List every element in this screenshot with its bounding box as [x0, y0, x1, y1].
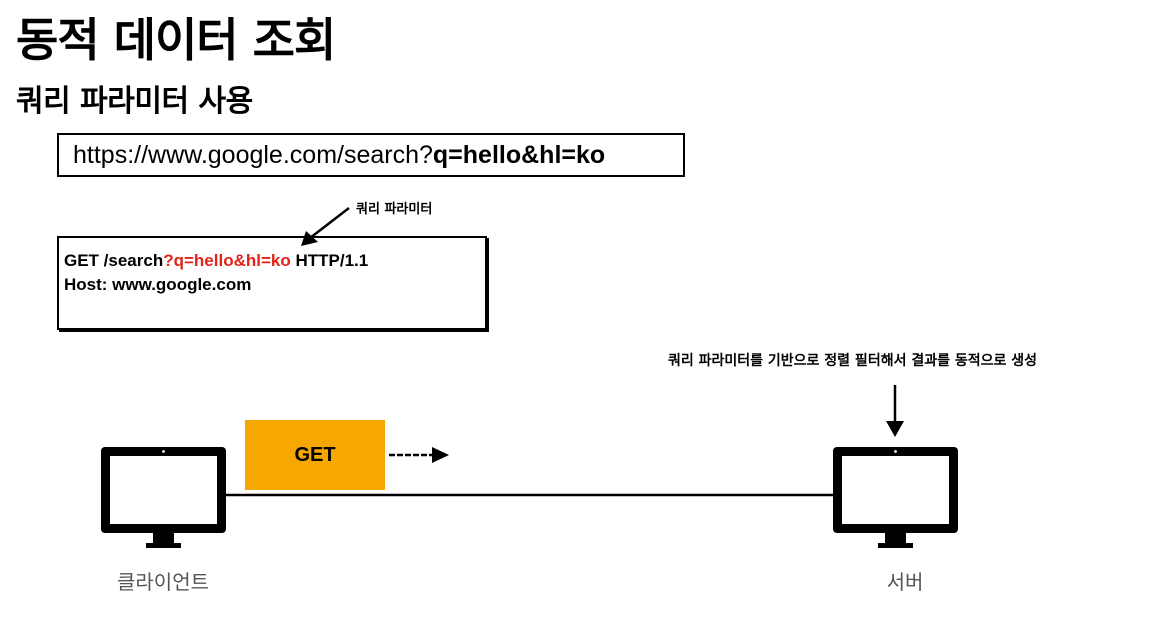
server-down-arrow-icon — [886, 385, 904, 437]
request-query-string: ?q=hello&hl=ko — [163, 251, 291, 270]
request-protocol: HTTP/1.1 — [290, 251, 369, 270]
url-query: q=hello&hl=ko — [432, 140, 606, 169]
server-label: 서버 — [886, 570, 924, 594]
request-method-path: GET /search — [64, 251, 164, 270]
request-host-line: Host: www.google.com — [64, 275, 252, 294]
get-method-box: GET — [245, 420, 385, 490]
page-title: 동적 데이터 조회 — [16, 13, 336, 67]
client-label: 클라이언트 — [117, 570, 209, 594]
server-monitor-icon — [833, 447, 958, 548]
url-box: https://www.google.com/search?q=hello&hl… — [57, 133, 685, 177]
request-line: GET /search?q=hello&hl=ko HTTP/1.1 — [64, 249, 485, 273]
page-subtitle: 쿼리 파라미터 사용 — [16, 84, 253, 119]
request-direction-arrow-icon — [389, 447, 449, 463]
get-label: GET — [294, 443, 336, 466]
http-request-box: GET /search?q=hello&hl=ko HTTP/1.1 Host:… — [57, 236, 487, 330]
server-processing-annotation: 쿼리 파라미터를 기반으로 정렬 필터해서 결과를 동적으로 생성 — [668, 353, 1037, 369]
query-parameter-annotation: 쿼리 파라미터 — [356, 202, 433, 217]
query-arrow-icon — [301, 207, 350, 246]
client-monitor-icon — [101, 447, 226, 548]
url-base: https://www.google.com/search? — [73, 140, 433, 169]
